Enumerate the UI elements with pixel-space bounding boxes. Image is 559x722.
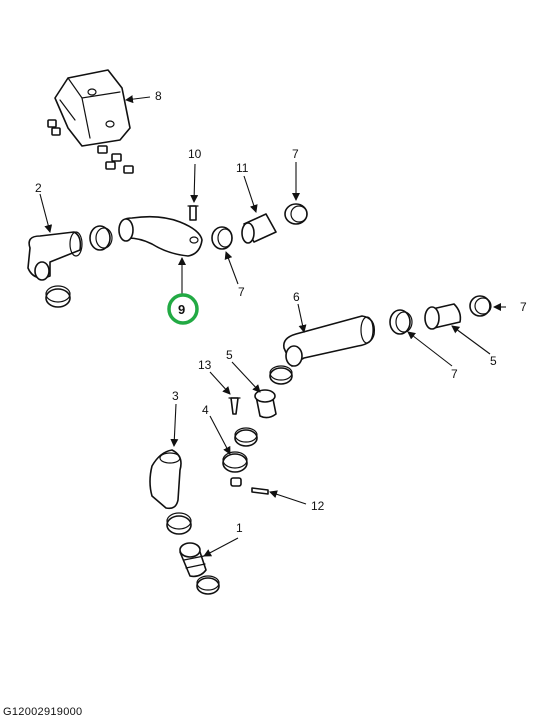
part-8-bracket — [54, 69, 131, 147]
callout-7-top: 7 — [292, 147, 299, 161]
callout-1: 1 — [236, 521, 243, 535]
part-9-curved-hose — [118, 215, 203, 257]
callout-5-right: 5 — [490, 354, 497, 368]
figure-code: G12002919000 — [3, 706, 83, 718]
highlight-ring — [167, 293, 199, 325]
part-10-bolt — [187, 205, 199, 221]
part-7-clamp-right-b — [469, 295, 492, 317]
part-8-nuts — [47, 119, 134, 174]
part-7-clamp-top — [284, 203, 308, 225]
callout-7-lower-right: 7 — [451, 367, 458, 381]
part-clamp-lower-a — [166, 512, 192, 535]
callout-8: 8 — [155, 89, 162, 103]
part-7-clamp-right-a — [389, 309, 413, 335]
part-12-screw — [251, 487, 269, 495]
part-7-clamp-mid — [211, 226, 233, 250]
callout-12: 12 — [311, 499, 325, 513]
callout-13: 13 — [198, 358, 212, 372]
part-13-bolt — [228, 397, 241, 415]
part-2-clamp — [45, 285, 71, 308]
part-2-elbow-hose — [27, 231, 83, 281]
callout-9: 9 — [178, 302, 185, 317]
leader-lines — [39, 95, 506, 557]
part-5-short-hose-right — [424, 303, 462, 330]
callout-5-center: 5 — [226, 348, 233, 362]
part-11-straight-hose — [241, 213, 277, 244]
callout-7-mid: 7 — [238, 285, 245, 299]
part-clamp-center-top — [269, 365, 293, 385]
part-clamp-lower-b — [196, 575, 220, 595]
callout-7-right-edge: 7 — [520, 300, 527, 314]
part-3-bent-hose — [149, 449, 182, 510]
callout-6: 6 — [293, 290, 300, 304]
callout-4: 4 — [202, 403, 209, 417]
callout-11: 11 — [236, 161, 249, 175]
part-1-coupling — [179, 542, 207, 578]
callout-3: 3 — [172, 389, 179, 403]
part-5-short-hose-center — [254, 389, 277, 419]
callout-10: 10 — [188, 147, 202, 161]
callout-2: 2 — [35, 181, 42, 195]
part-6-elbow-tube — [282, 315, 376, 367]
part-4-clamp — [222, 451, 248, 487]
part-clamp-center-mid — [234, 427, 258, 447]
part-7-clamp-left — [89, 225, 113, 251]
